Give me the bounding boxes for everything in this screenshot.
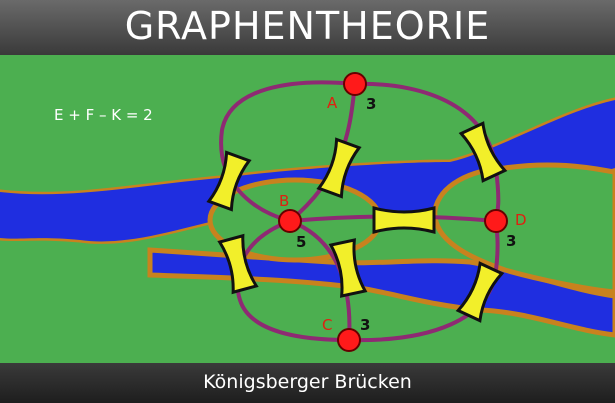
bridge-5 (217, 233, 259, 295)
title-bar: GRAPHENTHEORIE (0, 0, 615, 55)
konigsberg-diagram: E + F – K = 2 A 3 B 5 C 3 D 3 (0, 55, 615, 363)
node-c-circle (337, 328, 361, 352)
caption-text: Königsberger Brücken (203, 371, 412, 393)
node-a-degree: 3 (366, 95, 376, 113)
page-title: GRAPHENTHEORIE (124, 4, 491, 48)
bridge-1 (206, 150, 252, 212)
node-b-degree: 5 (296, 233, 306, 251)
node-a-circle (343, 72, 367, 96)
node-b: B 5 (278, 192, 306, 251)
bridge-7 (455, 261, 505, 323)
node-b-label: B (279, 192, 289, 210)
node-c-degree: 3 (360, 316, 370, 334)
edge-b-c-left (235, 219, 350, 342)
node-c: C 3 (322, 316, 370, 352)
islands (207, 162, 615, 295)
node-b-circle (278, 209, 302, 233)
node-c-label: C (322, 316, 332, 334)
edge-a-b-left (219, 80, 356, 223)
node-a: A 3 (327, 72, 376, 113)
bridge-2 (316, 137, 362, 199)
node-a-label: A (327, 94, 338, 112)
node-d-label: D (515, 211, 527, 229)
graph-nodes: A 3 B 5 C 3 D 3 (278, 72, 527, 352)
node-d-degree: 3 (506, 232, 516, 250)
formula-text: E + F – K = 2 (54, 106, 153, 124)
node-d-circle (484, 209, 508, 233)
bridge-6 (328, 238, 368, 298)
bridge-3 (458, 121, 508, 183)
bridges (206, 121, 508, 323)
node-d: D 3 (484, 209, 527, 250)
caption-bar: Königsberger Brücken (0, 363, 615, 403)
bridge-4 (372, 206, 436, 234)
